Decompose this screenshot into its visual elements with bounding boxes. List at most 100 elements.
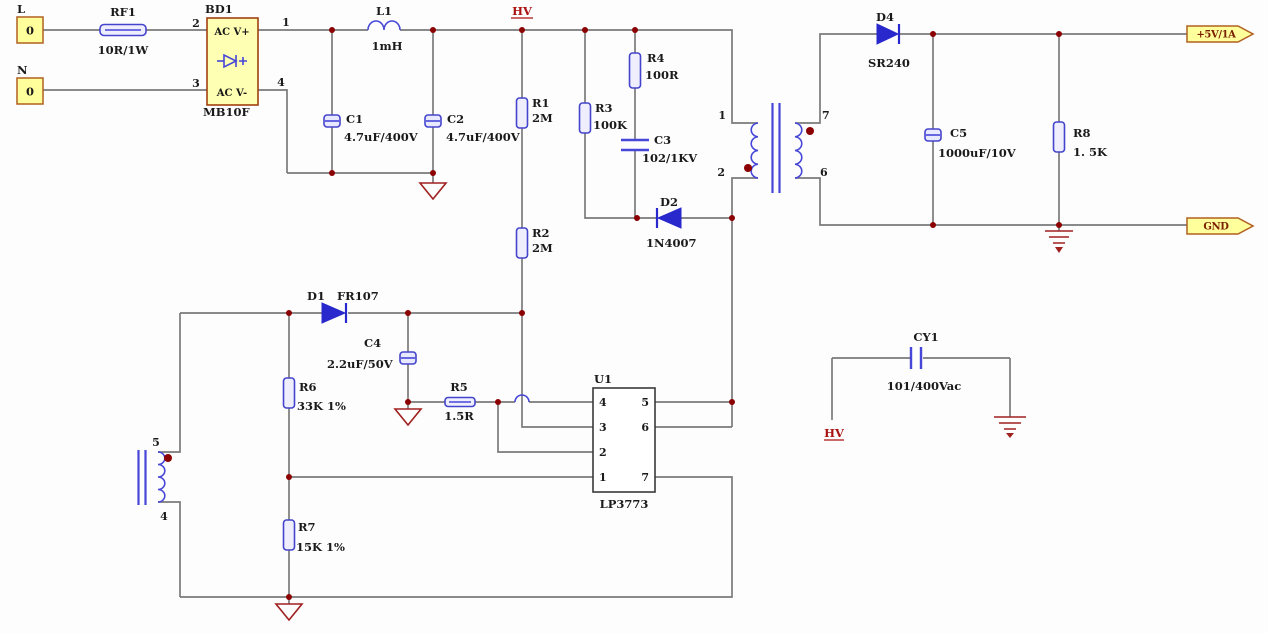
- c3-ref: C3: [654, 133, 671, 147]
- u1-pin-4: 4: [599, 396, 607, 409]
- r6-value: 33K 1%: [297, 399, 346, 413]
- resistor-r2: [515, 227, 529, 259]
- inductor-l1: [367, 20, 401, 31]
- bd1-pin1: 1: [282, 16, 290, 29]
- d1-ref: D1: [307, 289, 325, 303]
- bd1-ac-plus: AC V+: [213, 27, 249, 38]
- c1-ref: C1: [346, 112, 363, 126]
- l1-ref: L1: [376, 4, 392, 18]
- l1-value: 1mH: [371, 39, 402, 53]
- u1-pin-6: 6: [641, 421, 649, 434]
- c4-ref: C4: [364, 336, 381, 350]
- terminal-n: [16, 77, 44, 105]
- r4-value: 100R: [645, 68, 679, 82]
- ground-icon: [418, 182, 448, 201]
- transformer: [744, 103, 814, 193]
- vout-terminal-label: +5V/1A: [1196, 30, 1236, 41]
- input-l-value: 0: [26, 24, 34, 38]
- r7-ref: R7: [298, 520, 316, 534]
- u1-pin-2: 2: [599, 446, 607, 459]
- c5-value: 1000uF/10V: [938, 146, 1017, 160]
- c3-value: 102/1KV: [642, 151, 698, 165]
- input-n-label: N: [17, 63, 28, 77]
- bd1-part: MB10F: [203, 105, 250, 119]
- bd1-ref: BD1: [205, 2, 233, 16]
- xfmr-pin1: 1: [718, 109, 726, 122]
- diode-d2: [655, 207, 682, 229]
- aux-pin5: 5: [152, 436, 160, 449]
- junction-dots: [286, 27, 1062, 600]
- secondary-phase-dot: [806, 127, 814, 135]
- c2-value: 4.7uF/400V: [446, 130, 521, 144]
- earth-ground-icon: [994, 416, 1026, 438]
- resistors: [99, 23, 1066, 551]
- gnd-terminal-label: GND: [1203, 222, 1229, 233]
- r6-ref: R6: [299, 380, 317, 394]
- primary-phase-dot: [744, 164, 752, 172]
- r5-value: 1.5R: [444, 409, 474, 423]
- ground-symbols: [274, 182, 1073, 622]
- ic-u1: [592, 387, 656, 493]
- hv-net-label-2: HV: [824, 426, 845, 440]
- r3-value: 100K: [593, 118, 628, 132]
- cap-c3: [621, 138, 649, 152]
- ground-icon: [393, 408, 423, 427]
- xfmr-pin2: 2: [717, 166, 725, 179]
- aux-winding: [137, 450, 172, 505]
- d4-value: SR240: [868, 56, 910, 70]
- bd1-ac-minus: AC V-: [216, 88, 247, 99]
- c4-value: 2.2uF/50V: [327, 357, 394, 371]
- u1-pin-7: 7: [641, 471, 649, 484]
- r4-ref: R4: [647, 51, 665, 65]
- bd1-pin4: 4: [277, 76, 285, 89]
- wire-hop: [514, 394, 530, 403]
- r1-value: 2M: [532, 111, 553, 125]
- d2-value: 1N4007: [646, 236, 697, 250]
- d2-ref: D2: [660, 195, 678, 209]
- d1-value: FR107: [337, 289, 379, 303]
- cap-cy1: [909, 347, 923, 369]
- terminal-vout: [1186, 25, 1255, 43]
- u1-ref: U1: [594, 372, 612, 386]
- r2-ref: R2: [532, 226, 550, 240]
- r3-ref: R3: [595, 101, 613, 115]
- hv-net-label: HV: [512, 4, 533, 18]
- earth-ground-icon: [1045, 230, 1073, 253]
- rf1-value: 10R/1W: [98, 43, 150, 57]
- cy1-value: 101/400Vac: [887, 379, 962, 393]
- d4-ref: D4: [876, 10, 894, 24]
- bd1-pin2: 2: [192, 17, 200, 30]
- resistor-r1: [515, 97, 529, 129]
- input-l-label: L: [17, 2, 25, 16]
- bd1-pin3: 3: [192, 77, 200, 90]
- resistor-r8: [1052, 121, 1066, 153]
- diodes: [321, 23, 901, 324]
- resistor-r3: [578, 102, 592, 134]
- c2-ref: C2: [447, 112, 464, 126]
- resistor-r7: [282, 519, 296, 551]
- r7-value: 15K 1%: [296, 540, 345, 554]
- u1-part: LP3773: [600, 497, 649, 511]
- bridge-diode-icon: [217, 53, 247, 69]
- r8-ref: R8: [1073, 126, 1091, 140]
- r5-ref: R5: [450, 380, 468, 394]
- aux-phase-dot: [164, 454, 172, 462]
- diode-d1: [321, 302, 348, 324]
- labels: L 0 N 0 RF1 10R/1W BD1 AC V+ AC V- MB10F…: [17, 2, 1237, 554]
- rf1-ref: RF1: [110, 5, 136, 19]
- terminals: [16, 16, 1255, 235]
- ground-icon: [274, 603, 304, 622]
- terminal-gnd: [1186, 217, 1255, 235]
- u1-pin-5: 5: [641, 396, 649, 409]
- input-n-value: 0: [26, 85, 34, 99]
- xfmr-pin7: 7: [822, 109, 830, 122]
- r8-value: 1. 5K: [1073, 145, 1108, 159]
- c5-ref: C5: [950, 126, 967, 140]
- cy1-ref: CY1: [913, 330, 938, 344]
- resistor-r4: [628, 52, 642, 89]
- capacitors: [323, 114, 942, 369]
- u1-pin-1: 1: [599, 471, 607, 484]
- u1-pin-3: 3: [599, 421, 607, 434]
- resistor-r6: [282, 377, 296, 409]
